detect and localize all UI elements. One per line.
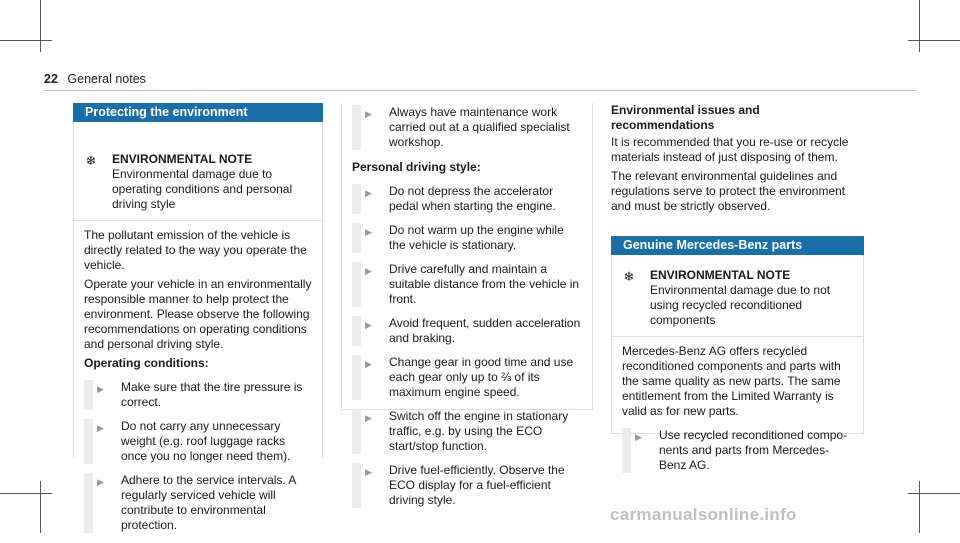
driving-body: ▶Always have maintenance work carried ou…	[342, 103, 592, 518]
list-item-text: Adhere to the service intervals. A regul…	[121, 473, 296, 532]
list-item: ▶Do not depress the accelerator pedal wh…	[352, 184, 582, 214]
list-item-text: Drive fuel-efficiently. Observe the ECO …	[389, 463, 565, 507]
list-item-text: Avoid frequent, sudden acceleration and …	[389, 316, 581, 345]
column-1: Protecting the environment ❄ ENVIRONMENT…	[73, 103, 323, 533]
leaf-icon: ❄	[85, 153, 97, 168]
list-item: ▶Adhere to the service intervals. A regu…	[84, 473, 312, 533]
paragraph: The relevant environmental guidelines an…	[611, 169, 846, 213]
list-item: ▶Do not warm up the engine while the veh…	[352, 223, 582, 253]
list-item: ▶Change gear in good time and use each g…	[352, 355, 582, 400]
list-item-text: Switch off the engine in stationary traf…	[389, 409, 569, 453]
crop-mark	[919, 481, 920, 533]
leaf-icon: ❄	[623, 269, 635, 284]
list-item: ▶Do not carry any unnecessary weight (e.…	[84, 419, 312, 464]
environment-box: ❄ ENVIRONMENTAL NOTE Environmental damag…	[73, 122, 323, 533]
list-item-text: Use recycled reconditioned compo­nents a…	[659, 428, 848, 472]
genuine-parts-body: Mercedes-Benz AG offers recycled recondi…	[612, 337, 863, 483]
section-bar-genuine-parts: Genuine Mercedes-Benz parts	[611, 236, 864, 255]
paragraph: Operate your vehicle in an environmental…	[84, 277, 312, 351]
note-label: ENVIRONMENTAL NOTE	[112, 152, 253, 166]
list-item-text: Do not depress the accelerator pedal whe…	[389, 184, 556, 213]
list-item: ▶Use recycled reconditioned compo­nents …	[622, 428, 853, 473]
paragraph: Mercedes-Benz AG offers recycled recondi…	[622, 344, 841, 418]
paragraph: The pollutant emission of the vehicle is…	[84, 228, 307, 272]
list-item-text: Do not warm up the engine while the vehi…	[389, 223, 564, 252]
list-item: ▶Drive fuel-efficiently. Observe the ECO…	[352, 463, 582, 508]
column-2: ▶Always have maintenance work carried ou…	[341, 103, 593, 508]
column-3: Environmental issues and recommendations…	[611, 103, 864, 473]
crop-mark	[908, 40, 960, 41]
triangle-bullet-icon: ▶	[352, 463, 389, 508]
crop-mark	[919, 0, 920, 52]
crop-mark	[0, 40, 52, 41]
triangle-bullet-icon: ▶	[352, 316, 389, 346]
genuine-parts-box: ❄ ENVIRONMENTAL NOTE Environmental damag…	[611, 255, 864, 473]
triangle-bullet-icon: ▶	[352, 409, 389, 454]
list-item-text: Do not carry any unnecessary weight (e.g…	[121, 419, 291, 463]
paragraph: It is recommended that you re-use or rec…	[611, 135, 849, 164]
list-item: ▶Switch off the engine in stationary tra…	[352, 409, 582, 454]
header-divider	[44, 90, 916, 91]
crop-mark	[40, 481, 41, 533]
list-item-text: Change gear in good time and use each ge…	[389, 355, 574, 399]
note-body: Environmental damage due to operating co…	[112, 167, 293, 211]
crop-mark	[0, 493, 52, 494]
note-label: ENVIRONMENTAL NOTE	[650, 268, 791, 282]
crop-mark	[908, 493, 960, 494]
triangle-bullet-icon: ▶	[352, 223, 389, 253]
note-text: ENVIRONMENTAL NOTE Environmental damage …	[112, 152, 314, 212]
triangle-bullet-icon: ▶	[84, 380, 121, 410]
sub-heading: Operating conditions:	[84, 356, 209, 370]
triangle-bullet-icon: ▶	[622, 428, 659, 473]
driving-box: ▶Always have maintenance work carried ou…	[341, 103, 593, 508]
list-item: ▶Drive carefully and maintain a suitable…	[352, 262, 582, 307]
list-item-text: Always have maintenance work carried out…	[389, 105, 570, 149]
page-header: 22 General notes	[44, 72, 146, 86]
list-item: ▶Always have maintenance work carried ou…	[352, 105, 582, 150]
triangle-bullet-icon: ▶	[84, 473, 121, 533]
list-item: ▶Avoid frequent, sudden acceleration and…	[352, 316, 582, 346]
environment-body: The pollutant emission of the vehicle is…	[74, 221, 322, 543]
section-bar-environment: Protecting the environment	[73, 103, 323, 122]
triangle-bullet-icon: ▶	[84, 419, 121, 464]
watermark: carmanualsonline.info	[610, 505, 797, 524]
note-body: Environmental damage due to not using re…	[650, 283, 831, 327]
triangle-bullet-icon: ▶	[352, 262, 389, 307]
section-title: General notes	[67, 72, 146, 86]
triangle-bullet-icon: ▶	[352, 355, 389, 400]
triangle-bullet-icon: ▶	[352, 184, 389, 214]
triangle-bullet-icon: ▶	[352, 105, 389, 150]
page-number: 22	[44, 72, 58, 86]
crop-mark	[40, 0, 41, 52]
note-text: ENVIRONMENTAL NOTE Environmental damage …	[650, 268, 855, 328]
environmental-note: ❄ ENVIRONMENTAL NOTE Environmental damag…	[74, 122, 322, 221]
list-item-text: Drive carefully and maintain a suitable …	[389, 262, 580, 306]
list-item: ▶Make sure that the tire pressure is cor…	[84, 380, 312, 410]
section-heading-recommendations: Environmental issues and recommendations	[611, 103, 760, 132]
list-item-text: Make sure that the tire pressure is cor­…	[121, 380, 303, 409]
environmental-note: ❄ ENVIRONMENTAL NOTE Environmental damag…	[612, 255, 863, 337]
sub-heading: Personal driving style:	[352, 160, 481, 174]
